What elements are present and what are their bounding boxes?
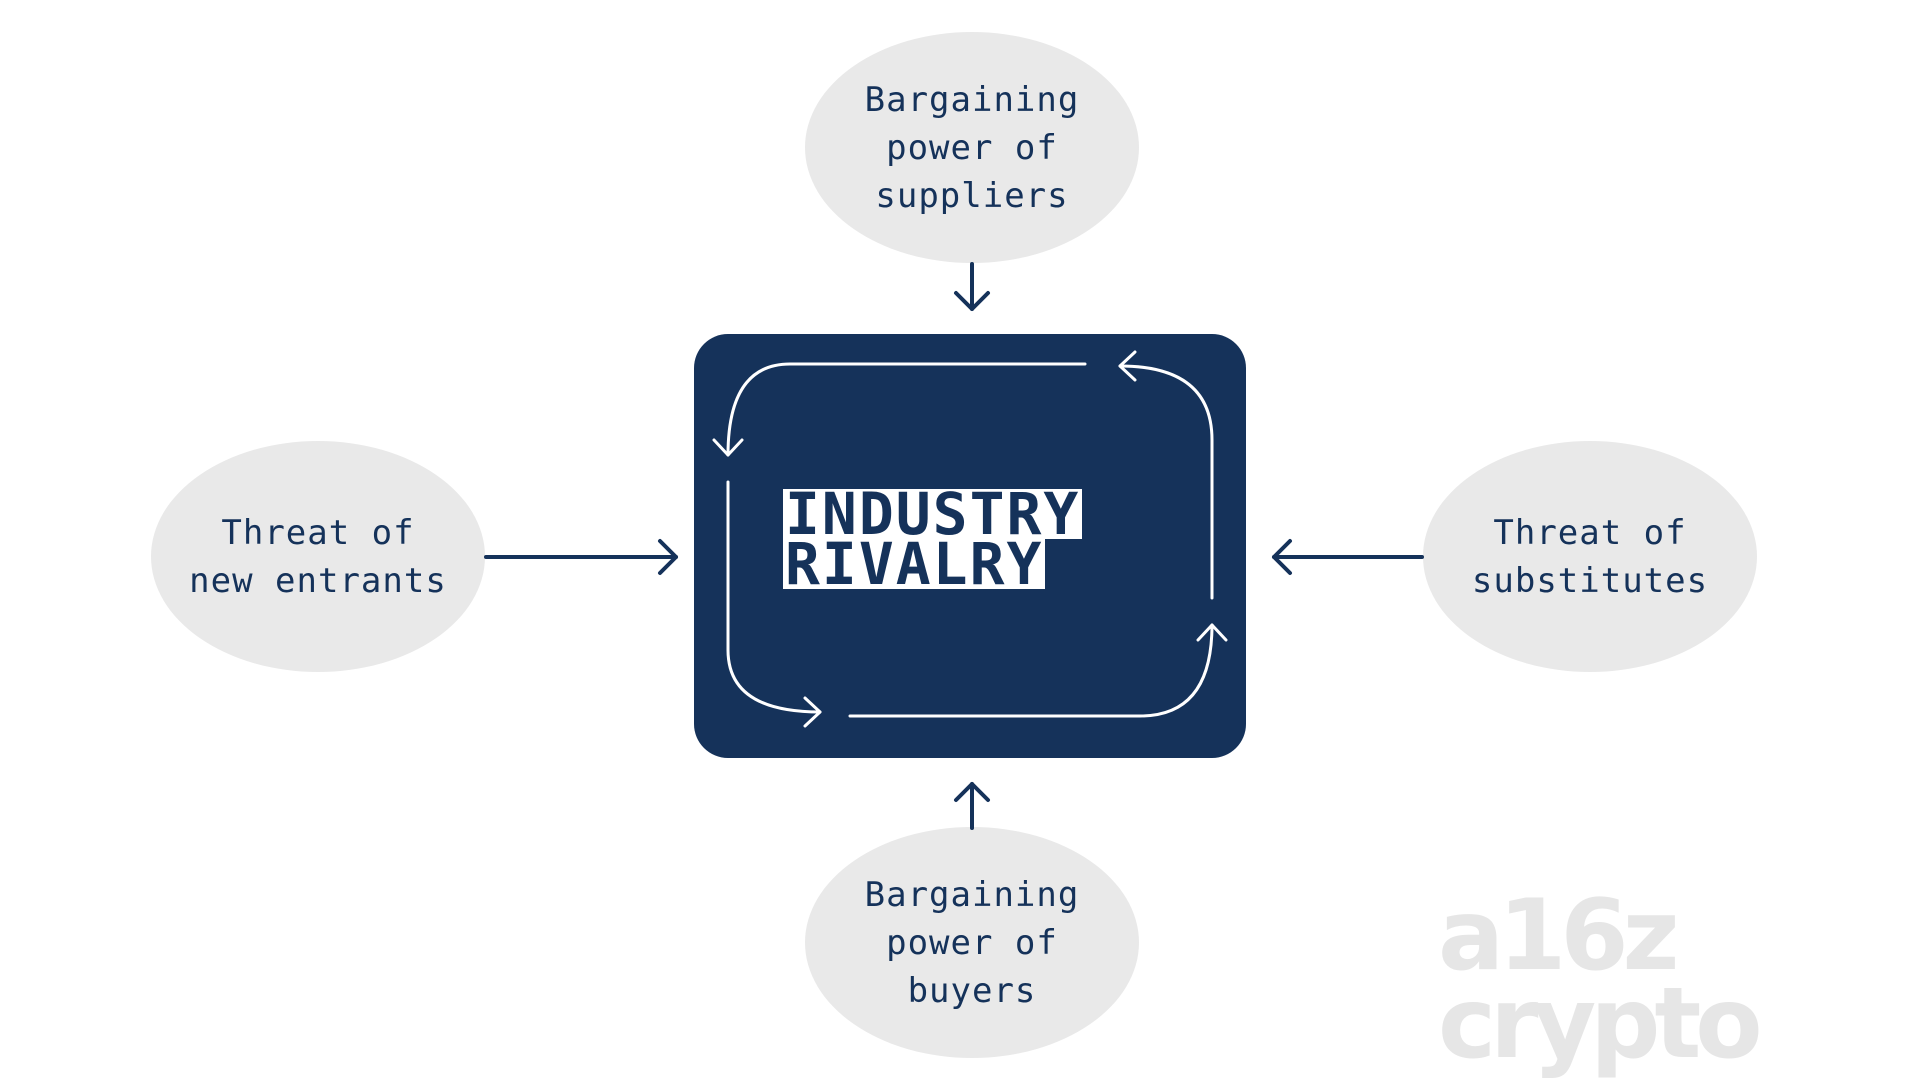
cycle-arrow-right-top xyxy=(1118,364,1214,600)
force-new-entrants-label: Threat of new entrants xyxy=(189,512,447,601)
arrow-from-buyers xyxy=(954,782,990,830)
a16z-crypto-logo: a16z crypto xyxy=(1438,879,1763,1080)
force-new-entrants: Threat of new entrants xyxy=(151,441,485,672)
force-suppliers: Bargaining power of suppliers xyxy=(805,32,1139,263)
cycle-arrow-left-bottom xyxy=(726,480,822,714)
force-suppliers-label: Bargaining power of suppliers xyxy=(864,79,1080,216)
industry-rivalry-title: INDUSTRY RIVALRY xyxy=(783,480,1083,598)
arrow-from-new-entrants xyxy=(484,539,678,575)
rivalry-cycle-arrows xyxy=(712,350,1228,728)
force-substitutes: Threat of substitutes xyxy=(1423,441,1757,672)
force-buyers-label: Bargaining power of buyers xyxy=(864,874,1080,1011)
cycle-arrow-bottom-right xyxy=(848,623,1214,718)
title-line-1: INDUSTRY xyxy=(783,480,1083,548)
arrow-from-substitutes xyxy=(1272,539,1424,575)
force-substitutes-label: Threat of substitutes xyxy=(1471,512,1709,601)
arrow-from-suppliers xyxy=(954,262,990,311)
title-line-2: RIVALRY xyxy=(783,530,1046,598)
cycle-arrow-top-left xyxy=(726,362,1087,457)
force-buyers: Bargaining power of buyers xyxy=(805,827,1139,1058)
